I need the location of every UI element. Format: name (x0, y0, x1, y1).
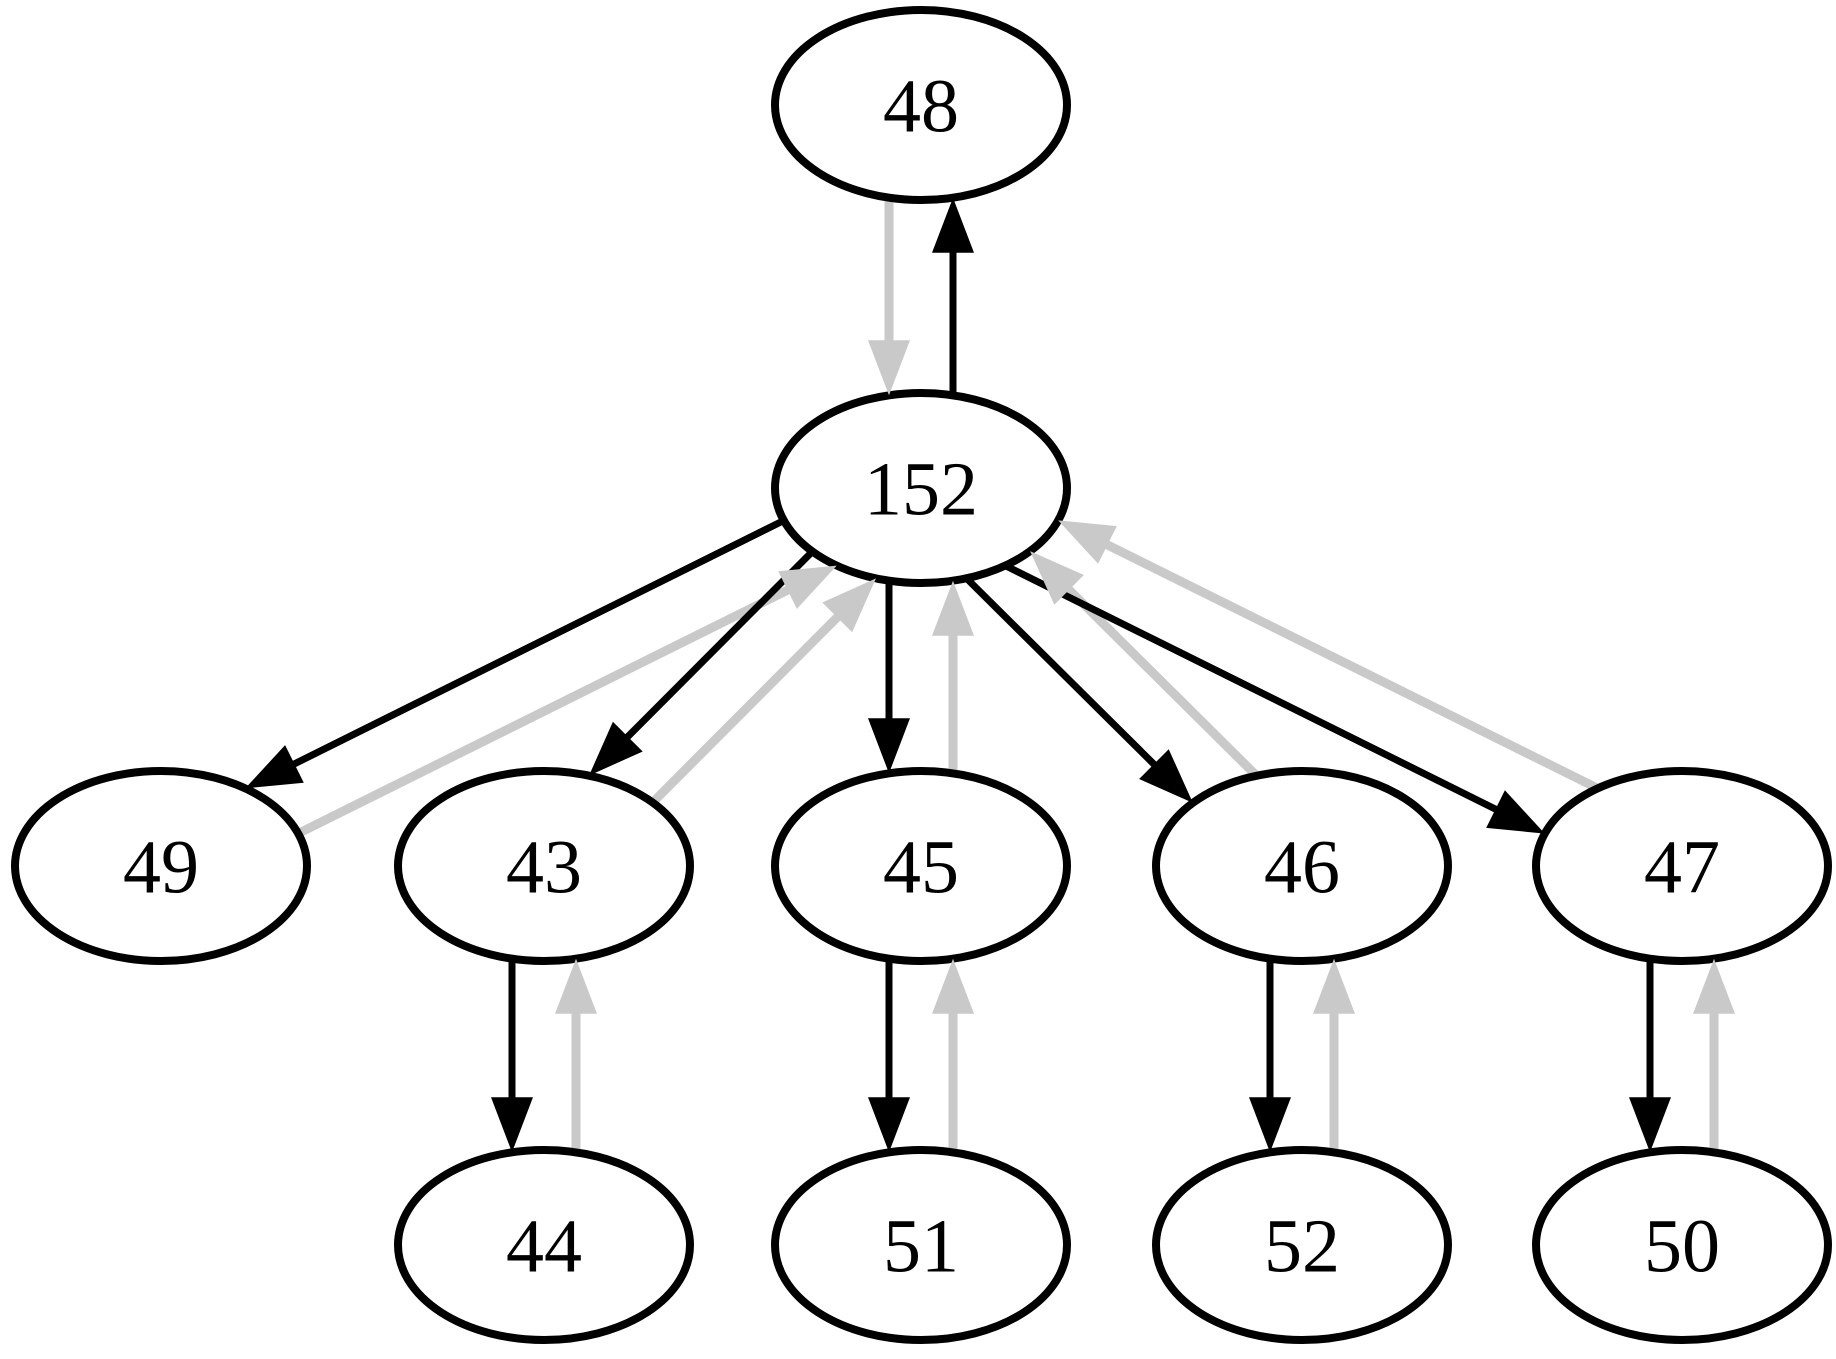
edge-46-to-152-line (1056, 577, 1260, 779)
node-47: 47 (1532, 767, 1832, 965)
node-46: 46 (1152, 767, 1452, 965)
edge-152-to-47-line (1003, 562, 1510, 819)
node-152-label: 152 (864, 448, 978, 532)
node-43-label: 43 (506, 826, 582, 910)
node-50: 50 (1532, 1146, 1832, 1344)
node-48-ellipse (771, 6, 1071, 204)
edge-152-to-48-arrowhead (932, 197, 974, 253)
node-152: 152 (771, 389, 1071, 587)
node-49-label: 49 (123, 826, 199, 910)
edge-46-to-52-arrowhead (1249, 1097, 1291, 1153)
node-51-label: 51 (883, 1205, 959, 1289)
edge-47-to-152-line (1093, 534, 1600, 793)
nodes-layer: 48 152 49 43 45 46 47 44 51 52 50 (11, 6, 1832, 1344)
forward-edge-lines (280, 238, 1654, 1112)
edge-43-to-152-arrowhead (822, 578, 876, 633)
node-45-ellipse (771, 767, 1071, 965)
edge-152-to-43-arrowhead (589, 721, 643, 776)
edge-46-to-152-arrowhead (1030, 551, 1084, 605)
edge-152-to-49-arrowhead (245, 745, 304, 789)
edge-152-to-45-arrowhead (868, 718, 910, 774)
edge-50-to-47-arrowhead (1693, 958, 1735, 1014)
node-152-ellipse (771, 389, 1071, 587)
edge-43-to-152-line (649, 604, 851, 806)
edge-48-to-152-arrowhead (868, 340, 910, 396)
node-45: 45 (771, 767, 1071, 965)
back-edge-lines (296, 197, 1719, 1153)
node-46-ellipse (1152, 767, 1452, 965)
node-48-label: 48 (883, 65, 959, 149)
node-44: 44 (394, 1146, 694, 1344)
node-47-label: 47 (1644, 826, 1720, 910)
node-51-ellipse (771, 1146, 1071, 1344)
edge-152-to-43-line (615, 549, 815, 749)
node-49: 49 (11, 767, 311, 965)
edge-44-to-43-arrowhead (555, 958, 597, 1014)
edge-51-to-45-arrowhead (932, 958, 974, 1014)
edge-49-to-152-arrowhead (778, 565, 837, 609)
node-45-label: 45 (883, 826, 959, 910)
edge-47-to-50-arrowhead (1629, 1097, 1671, 1153)
edge-152-to-49-line (280, 517, 786, 774)
node-50-label: 50 (1644, 1205, 1720, 1289)
edge-47-to-152-arrowhead (1058, 520, 1117, 564)
node-48: 48 (771, 6, 1071, 204)
edge-45-to-152-arrowhead (932, 580, 974, 636)
edge-52-to-46-arrowhead (1313, 958, 1355, 1014)
node-51: 51 (771, 1146, 1071, 1344)
node-44-label: 44 (506, 1205, 582, 1289)
edge-49-to-152-line (296, 579, 802, 838)
edge-43-to-44-arrowhead (491, 1097, 533, 1153)
edge-152-to-46-arrowhead (1139, 749, 1193, 803)
forward-arrowheads (245, 197, 1671, 1153)
node-49-ellipse (11, 767, 311, 965)
node-52: 52 (1152, 1146, 1452, 1344)
node-44-ellipse (394, 1146, 694, 1344)
node-52-ellipse (1152, 1146, 1452, 1344)
node-52-label: 52 (1264, 1205, 1340, 1289)
node-43-ellipse (394, 767, 694, 965)
edge-152-to-47-arrowhead (1486, 790, 1545, 834)
node-46-label: 46 (1264, 826, 1340, 910)
node-50-ellipse (1532, 1146, 1832, 1344)
edge-45-to-51-arrowhead (868, 1097, 910, 1153)
node-43: 43 (394, 767, 694, 965)
back-arrowheads (555, 340, 1735, 1014)
edge-152-to-46-line (964, 575, 1167, 777)
node-47-ellipse (1532, 767, 1832, 965)
